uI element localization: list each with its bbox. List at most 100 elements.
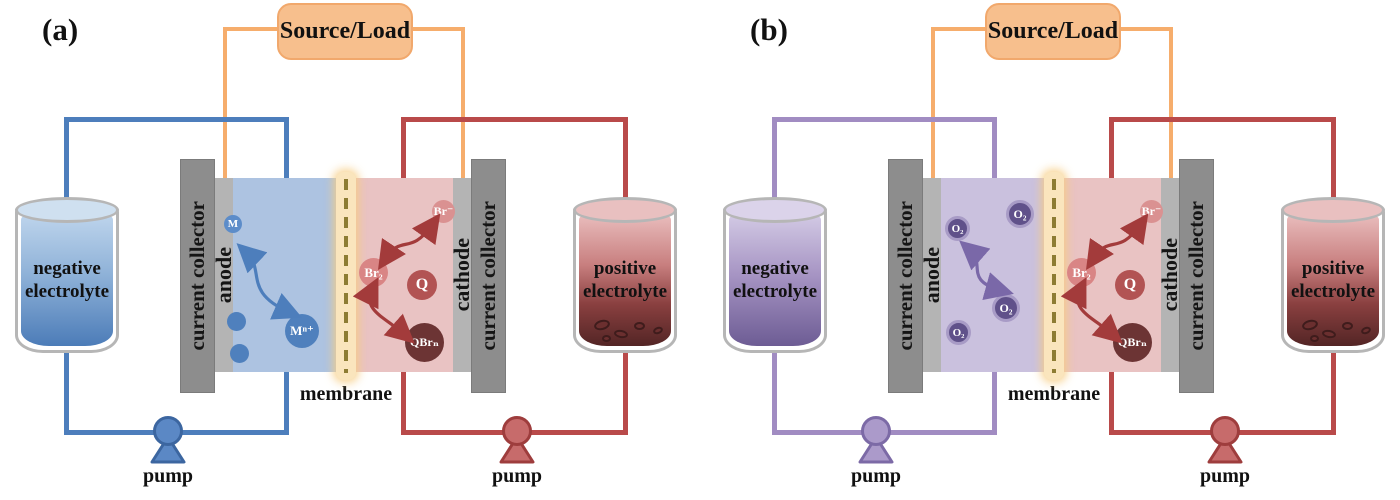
panel-a: (a) Source/Load negative electrolyte pos… bbox=[12, 3, 680, 487]
negative-pump-icon bbox=[150, 416, 186, 464]
species-m-circle: M bbox=[224, 215, 242, 233]
positive-pipe-cell-out bbox=[401, 372, 406, 435]
left-current-collector: current collector bbox=[888, 159, 923, 393]
left-current-collector-label: current collector bbox=[185, 201, 209, 351]
right-current-collector-label: current collector bbox=[1184, 201, 1208, 351]
wire-right bbox=[461, 27, 465, 178]
anode-label: anode bbox=[919, 246, 944, 304]
positive-pipe-top bbox=[1109, 117, 1336, 122]
cathode-label: cathode bbox=[449, 238, 474, 312]
anode-reaction-arrow bbox=[959, 240, 1014, 301]
negative-pipe-top bbox=[64, 117, 289, 122]
species-o2-circle: O₂ bbox=[946, 320, 971, 345]
br2-br-arrow bbox=[1086, 213, 1149, 270]
left-current-collector-label: current collector bbox=[893, 201, 917, 351]
membrane-label: membrane bbox=[1007, 383, 1101, 405]
positive-tank-label: positive electrolyte bbox=[1278, 258, 1388, 304]
positive-electrolyte-tank: positive electrolyte bbox=[1278, 197, 1388, 353]
panel-label: (b) bbox=[750, 12, 788, 47]
cathode-electrode: cathode bbox=[449, 178, 474, 372]
positive-pipe-tank-down bbox=[623, 117, 628, 215]
negative-electrolyte-liquid bbox=[729, 215, 821, 346]
negative-pump-icon bbox=[858, 416, 894, 464]
positive-pump-icon bbox=[499, 416, 535, 464]
br2-qbrn-arrow bbox=[1060, 277, 1123, 344]
positive-pipe-top bbox=[401, 117, 628, 122]
positive-tank-label: positive electrolyte bbox=[570, 258, 680, 304]
positive-tank-label-line2: electrolyte bbox=[1290, 280, 1376, 302]
negative-electrolyte-tank: negative electrolyte bbox=[12, 197, 122, 353]
species-o2-circle: O₂ bbox=[992, 294, 1020, 322]
negative-pipe-cell-out bbox=[992, 372, 997, 435]
negative-pipe-tank-down bbox=[772, 117, 777, 215]
membrane-dashed-line bbox=[1052, 179, 1056, 373]
wire-left bbox=[931, 27, 935, 178]
positive-pump-label: pump bbox=[1199, 465, 1251, 487]
right-current-collector-label: current collector bbox=[476, 201, 500, 351]
positive-pipe-cell-down bbox=[401, 117, 406, 178]
negative-pipe-tank-up bbox=[772, 345, 777, 435]
positive-tank-label-line2: electrolyte bbox=[582, 280, 668, 302]
negative-pipe-tank-down bbox=[64, 117, 69, 215]
left-current-collector: current collector bbox=[180, 159, 215, 393]
negative-tank-label: negative electrolyte bbox=[12, 258, 122, 304]
br2-qbrn-arrow bbox=[352, 277, 415, 344]
tank-top-ellipse bbox=[723, 197, 827, 223]
positive-electrolyte-tank: positive electrolyte bbox=[570, 197, 680, 353]
tank-top-ellipse bbox=[1281, 197, 1385, 223]
negative-pump-label: pump bbox=[850, 465, 902, 487]
anode-reaction-arrow bbox=[236, 243, 303, 320]
species-o2-circle: O₂ bbox=[945, 216, 970, 241]
species-mn-circle: Mⁿ⁺ bbox=[285, 314, 319, 348]
negative-pipe-top bbox=[772, 117, 997, 122]
negative-tank-label-line1: negative bbox=[741, 257, 809, 279]
negative-pipe-cell-down bbox=[284, 117, 289, 178]
negative-pipe-cell-out bbox=[284, 372, 289, 435]
tank-top-ellipse bbox=[15, 197, 119, 223]
tank-top-ellipse bbox=[573, 197, 677, 223]
panel-label: (a) bbox=[42, 12, 79, 47]
positive-pump-icon bbox=[1207, 416, 1243, 464]
membrane-label: membrane bbox=[299, 383, 393, 405]
positive-tank-label-line1: positive bbox=[1301, 257, 1365, 279]
positive-pipe-tank-up bbox=[623, 345, 628, 435]
sediment-blob bbox=[1342, 322, 1353, 330]
negative-electrolyte-tank: negative electrolyte bbox=[720, 197, 830, 353]
negative-pipe-cell-down bbox=[992, 117, 997, 178]
source-load-box: Source/Load bbox=[277, 3, 413, 60]
positive-pump-label: pump bbox=[491, 465, 543, 487]
anode-electrode: anode bbox=[211, 178, 236, 372]
positive-tank-label-line1: positive bbox=[593, 257, 657, 279]
positive-pipe-tank-up bbox=[1331, 345, 1336, 435]
negative-tank-label-line1: negative bbox=[33, 257, 101, 279]
br2-br-arrow bbox=[378, 213, 441, 270]
wire-right bbox=[411, 27, 465, 31]
membrane-dashed-line bbox=[344, 179, 348, 373]
membrane bbox=[1044, 172, 1064, 380]
wire-left bbox=[225, 27, 279, 31]
negative-pipe-tank-up bbox=[64, 345, 69, 435]
negative-tank-label-line2: electrolyte bbox=[732, 280, 818, 302]
source-load-box: Source/Load bbox=[985, 3, 1121, 60]
panel-b: (b) Source/Load negative electrolyte pos… bbox=[708, 0, 1400, 500]
membrane bbox=[336, 172, 356, 380]
wire-left bbox=[933, 27, 987, 31]
cathode-label: cathode bbox=[1157, 238, 1182, 312]
cathode-electrode: cathode bbox=[1157, 178, 1182, 372]
negative-tank-label-line2: electrolyte bbox=[24, 280, 110, 302]
sediment-blob bbox=[602, 335, 611, 342]
positive-pipe-cell-down bbox=[1109, 117, 1114, 178]
positive-pipe-tank-down bbox=[1331, 117, 1336, 215]
sediment-blob bbox=[634, 322, 645, 330]
wire-right bbox=[1119, 27, 1173, 31]
wire-left bbox=[223, 27, 227, 178]
anode-electrode: anode bbox=[919, 178, 944, 372]
right-current-collector: current collector bbox=[471, 159, 506, 393]
negative-electrolyte-liquid bbox=[21, 215, 113, 346]
negative-tank-label: negative electrolyte bbox=[720, 258, 830, 304]
metal-particle bbox=[230, 344, 249, 363]
right-current-collector: current collector bbox=[1179, 159, 1214, 393]
wire-right bbox=[1169, 27, 1173, 178]
sediment-blob bbox=[1310, 335, 1319, 342]
positive-pipe-cell-out bbox=[1109, 372, 1114, 435]
